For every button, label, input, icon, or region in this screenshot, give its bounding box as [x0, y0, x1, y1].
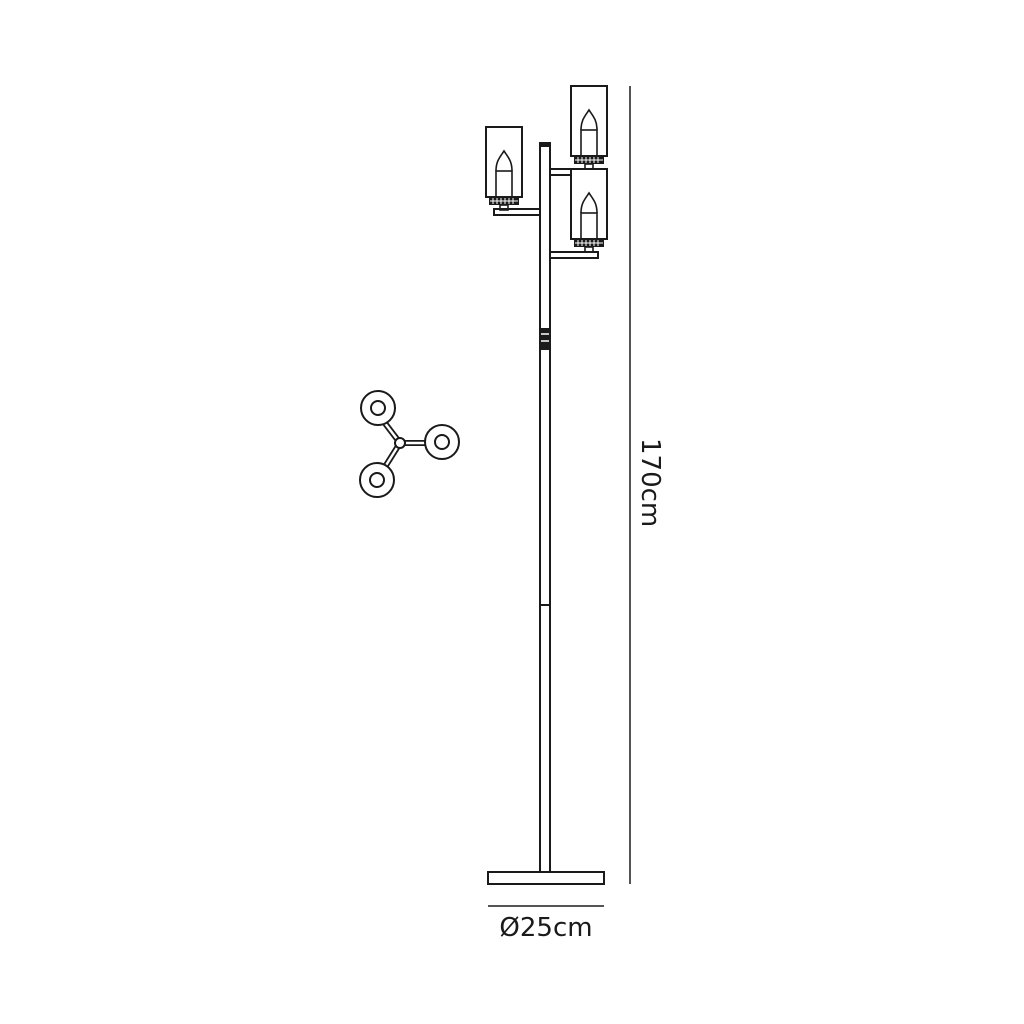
base-diameter-label: Ø25cm: [499, 913, 592, 943]
shade-right-bottom: [570, 168, 608, 253]
shade-right-top: [570, 85, 608, 170]
height-label: 170cm: [635, 438, 665, 527]
arm-right-bottom: [549, 251, 599, 259]
lamp-top-view: [359, 390, 460, 498]
plan-shade-1: [360, 390, 396, 426]
plan-shade-2: [424, 424, 460, 460]
arm-left: [493, 208, 541, 216]
lamp-front-view: [485, 85, 608, 885]
height-dimension: 170cm: [629, 86, 665, 884]
base-dimension: Ø25cm: [488, 905, 604, 943]
plan-shade-3: [359, 462, 395, 498]
lamp-base: [487, 871, 605, 885]
pole-knurl-band: [540, 328, 550, 350]
lamp-pole: [539, 142, 551, 873]
shade-left: [485, 126, 523, 211]
